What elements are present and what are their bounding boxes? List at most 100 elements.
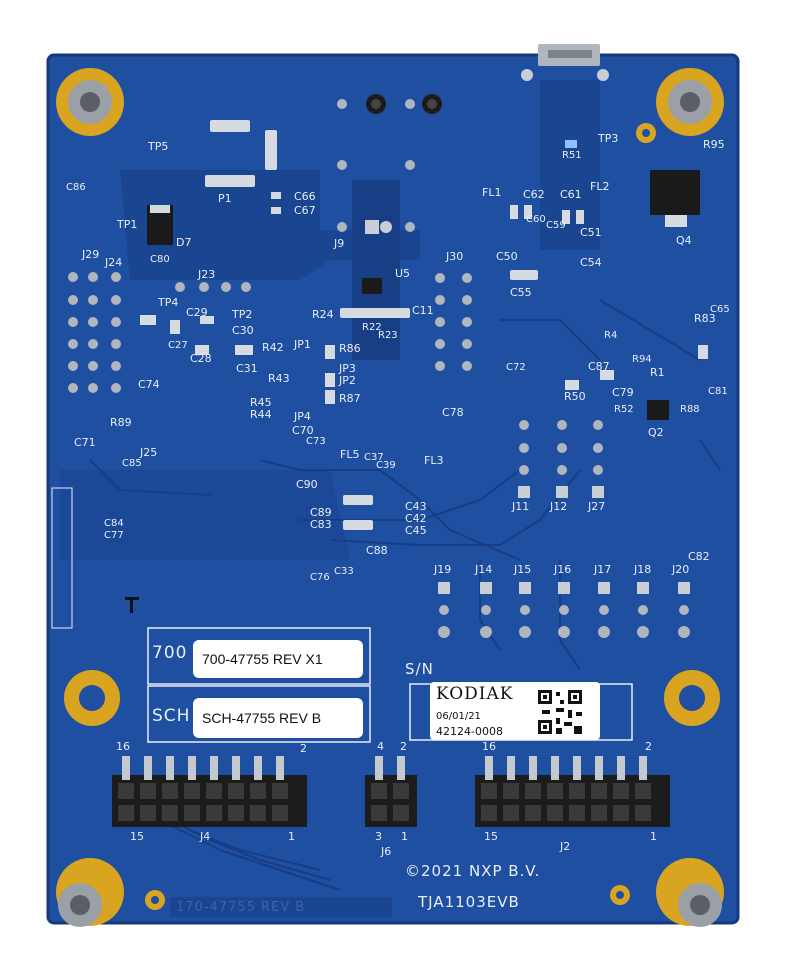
silk-label: C84 — [104, 518, 124, 529]
silk-label: R89 — [110, 416, 132, 429]
silk-label: C87 — [588, 360, 610, 373]
mount-hole-bl — [56, 858, 124, 927]
silk-label: C50 — [496, 250, 518, 263]
silk-label: R86 — [339, 342, 361, 355]
silk-label: R23 — [378, 330, 398, 341]
silk-label: R95 — [703, 138, 725, 151]
silk-label: JP4 — [294, 410, 311, 423]
mount-hole-br — [656, 858, 724, 927]
schematic-sticker — [193, 698, 363, 738]
header-j6 — [365, 756, 417, 827]
silk-label: D7 — [176, 236, 192, 249]
silk-label: C29 — [186, 306, 208, 319]
silk-label: C30 — [232, 324, 254, 337]
mount-hole-tr — [656, 68, 724, 136]
silk-label: P1 — [218, 192, 232, 205]
silk-label: C70 — [292, 424, 314, 437]
ic-q4 — [650, 170, 700, 215]
j2-pin-2: 2 — [645, 740, 652, 753]
silk-label: C43 — [405, 500, 427, 513]
silk-label: Q4 — [676, 234, 692, 247]
silk-label: C45 — [405, 524, 427, 537]
j4-pin-16: 16 — [116, 740, 130, 753]
silk-label: FL1 — [482, 186, 502, 199]
jumper-label: J16 — [554, 563, 572, 576]
silk-label: C37 — [364, 452, 384, 463]
pcb-number: 170-47755 REV B — [176, 900, 306, 915]
silk-label: C80 — [150, 254, 170, 265]
silk-label: C83 — [310, 518, 332, 531]
silk-label: FL2 — [590, 180, 610, 193]
silk-label: J23 — [198, 268, 216, 281]
silk-label: C33 — [334, 566, 354, 577]
silk-label: R87 — [339, 392, 361, 405]
maker-logo: KODIAK — [436, 684, 514, 704]
silk-label: J9 — [334, 237, 345, 250]
silk-label: C66 — [294, 190, 316, 203]
schematic-label: SCH-47755 REV B — [202, 710, 322, 726]
silk-label: C71 — [74, 436, 96, 449]
silk-label: C85 — [122, 458, 142, 469]
silk-label: R24 — [312, 308, 334, 321]
silk-label: C39 — [376, 460, 396, 471]
jumper-label: J19 — [434, 563, 452, 576]
silk-label: C86 — [66, 182, 86, 193]
silk-label: JP2 — [339, 374, 356, 387]
silk-label: TP2 — [232, 308, 253, 321]
silk-label: C65 — [710, 304, 730, 315]
silk-label: R44 — [250, 408, 272, 421]
part-number-sticker — [193, 640, 363, 678]
j4-pin-2: 2 — [300, 742, 307, 755]
silk-label: C62 — [523, 188, 545, 201]
silk-label: C42 — [405, 512, 427, 525]
silk-label: R22 — [362, 322, 382, 333]
silk-label: C61 — [560, 188, 582, 201]
silk-label: TP3 — [598, 132, 619, 145]
silk-label: C51 — [580, 226, 602, 239]
silk-label: C59 — [546, 220, 566, 231]
silk-label: J11 — [512, 500, 530, 513]
silk-label: R52 — [614, 404, 634, 415]
silk-label: R42 — [262, 341, 284, 354]
part-number-prefix: 700 — [152, 643, 188, 663]
silk-label: R45 — [250, 396, 272, 409]
silk-label: C27 — [168, 340, 188, 351]
silk-label: C67 — [294, 204, 316, 217]
silk-label: C72 — [506, 362, 526, 373]
silk-label: J12 — [550, 500, 568, 513]
silk-label: C90 — [296, 478, 318, 491]
silk-label: R43 — [268, 372, 290, 385]
date-code: 06/01/21 — [436, 711, 481, 722]
silk-label: C81 — [708, 386, 728, 397]
ic-q2 — [647, 400, 669, 420]
jumper-label: J20 — [672, 563, 690, 576]
j6-label: J6 — [381, 845, 392, 858]
silk-label: R50 — [564, 390, 586, 403]
silk-label: R4 — [604, 330, 618, 341]
silk-label: TP5 — [148, 140, 169, 153]
j6-pin-2: 2 — [400, 740, 407, 753]
schematic-prefix: SCH — [152, 706, 191, 726]
j4-pin-1: 1 — [288, 830, 295, 843]
silk-label: C89 — [310, 506, 332, 519]
silk-label: C77 — [104, 530, 124, 541]
jumper-label: J15 — [514, 563, 532, 576]
serial-prefix: S/N — [405, 660, 434, 678]
silk-label: JP3 — [339, 362, 356, 375]
silk-label: C74 — [138, 378, 160, 391]
silk-label: C11 — [412, 304, 434, 317]
silk-label: R51 — [562, 150, 582, 161]
header-j4 — [112, 756, 307, 827]
silk-label: C79 — [612, 386, 634, 399]
silk-label: C73 — [306, 436, 326, 447]
j6-pin-1: 1 — [401, 830, 408, 843]
silk-label: TP1 — [117, 218, 138, 231]
silk-label: U5 — [395, 267, 411, 280]
serial-number: 42124-0008 — [436, 725, 503, 738]
silk-label: R88 — [680, 404, 700, 415]
silk-label: Q2 — [648, 426, 664, 439]
silk-label: C88 — [366, 544, 388, 557]
j6-pin-3: 3 — [375, 830, 382, 843]
silk-label: J24 — [105, 256, 123, 269]
copyright-text: ©2021 NXP B.V. — [405, 862, 541, 880]
